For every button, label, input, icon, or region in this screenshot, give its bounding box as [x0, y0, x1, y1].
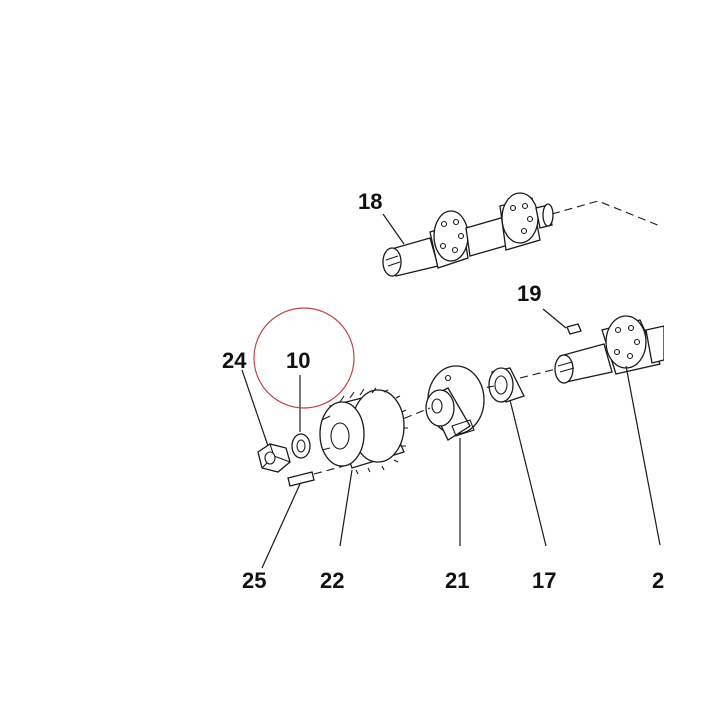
lobe-hole: [614, 326, 622, 334]
callout-2x: 2: [652, 568, 664, 593]
flange-key: [451, 419, 475, 437]
leader-22: [339, 469, 353, 547]
lobe-hole: [626, 352, 634, 360]
gear-bore: [330, 422, 350, 450]
callout-25: 25: [242, 568, 266, 593]
highlight-circle: [253, 307, 355, 409]
washer-10: [291, 375, 311, 459]
centerline-key: [313, 465, 345, 475]
shaft-lower-end: [554, 354, 574, 384]
lobe-hole: [509, 204, 517, 212]
shaft-end: [382, 247, 402, 277]
lobe-hole: [627, 324, 635, 332]
hub-bore: [431, 398, 443, 414]
lobe-hole: [439, 242, 447, 250]
shaft-lower-splines: [557, 361, 575, 373]
callout-19: 19: [517, 281, 541, 306]
lobe-hole: [633, 338, 641, 346]
flange-hub-21: [379, 365, 485, 546]
callout-21: 21: [445, 568, 469, 593]
key-25: [261, 465, 345, 569]
leader-25: [261, 483, 301, 569]
leader-19: [542, 308, 567, 329]
key: [287, 471, 315, 487]
camshaft-upper: [382, 192, 661, 277]
gear-22: [319, 387, 408, 547]
camshaft-lower: [519, 315, 665, 546]
callout-10: 10: [286, 348, 310, 373]
lobe-hole: [451, 246, 459, 254]
lobe-hole: [521, 202, 529, 210]
centerline-hub: [379, 407, 431, 429]
callout-17: 17: [532, 568, 556, 593]
flange-hole: [444, 374, 452, 382]
callout-18: 18: [358, 189, 382, 214]
lobe-hole: [457, 232, 465, 240]
centerline-lower: [519, 367, 561, 379]
edge-mask: [664, 0, 720, 720]
leader-18: [382, 213, 405, 245]
leader-2x: [625, 365, 661, 546]
pin-19: [542, 308, 582, 335]
lobe-hole: [440, 220, 448, 228]
shaft-stub-end: [542, 203, 554, 227]
leader-24: [241, 369, 269, 447]
centerline-upper: [551, 200, 661, 227]
shaft-splines: [385, 255, 401, 267]
lobe-hole: [613, 348, 621, 356]
callout-24: 24: [222, 348, 247, 373]
leader-17: [509, 399, 547, 547]
bearing-ring-17: [473, 367, 547, 547]
callout-22: 22: [320, 568, 344, 593]
lobe-hole: [526, 215, 534, 223]
gear-teeth: [339, 387, 408, 475]
ring-bore: [494, 375, 508, 395]
pin: [566, 323, 582, 335]
nut-bore: [264, 451, 276, 465]
lobe-hole: [452, 218, 460, 226]
gear-hub-lines: [321, 415, 331, 451]
washer-bore: [296, 439, 306, 453]
nut-24: [241, 369, 291, 473]
lobe-hole: [520, 227, 528, 235]
